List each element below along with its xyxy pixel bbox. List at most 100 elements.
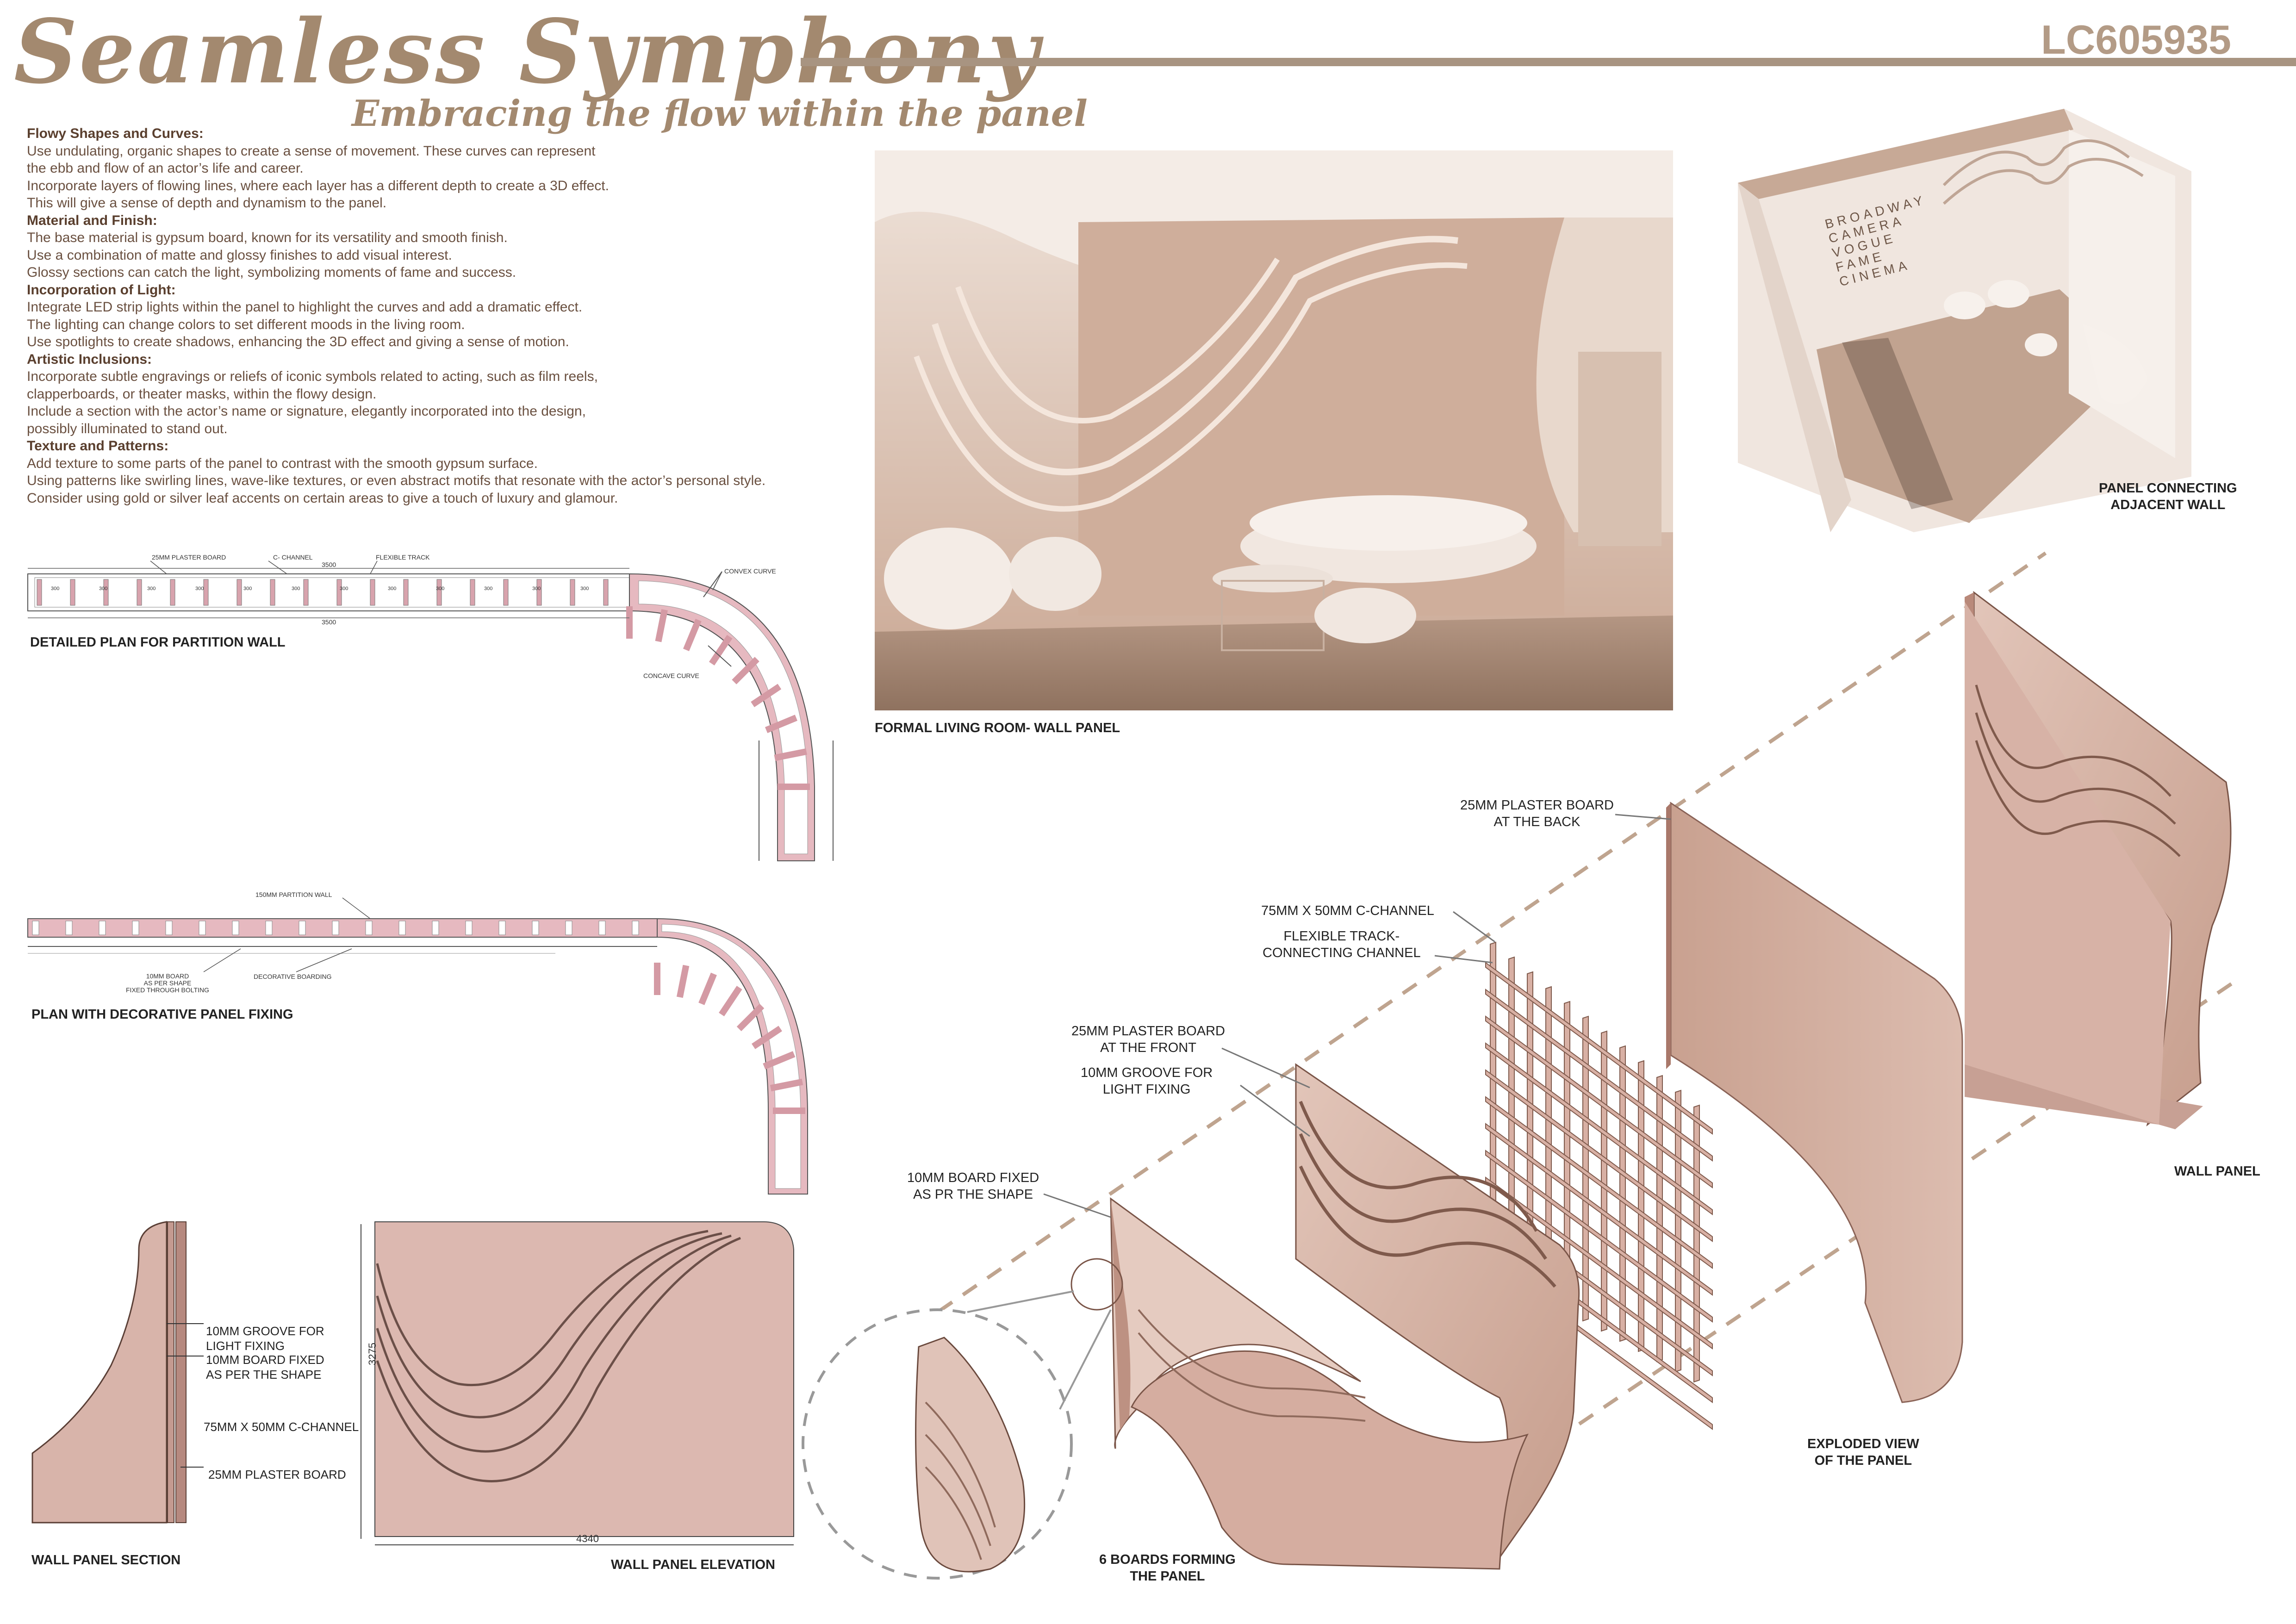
plan1-stud — [37, 579, 42, 606]
curve-rung — [774, 748, 807, 761]
plan1-dim-300: 300 — [484, 586, 493, 591]
curve-rung — [698, 972, 717, 1005]
plan2-stud — [32, 921, 39, 935]
adjacent-wall-render — [1738, 109, 2191, 532]
decorative-plan-drawing — [27, 897, 808, 1195]
exploded-view-label: EXPLODED VIEW OF THE PANEL — [1807, 1437, 1919, 1468]
brief-line: The lighting can change colors to set di… — [27, 317, 465, 332]
plan2-stud — [299, 921, 306, 935]
plan1-dim-top: 3500 — [322, 561, 336, 568]
plan1-dim-300: 300 — [580, 586, 589, 591]
brief-line: Using patterns like swirling lines, wave… — [27, 473, 766, 488]
plan1-dim-bottom: 3500 — [322, 618, 336, 626]
exploded-board-note: 10MM BOARD FIXED AS PR THE SHAPE — [907, 1170, 1039, 1202]
plan2-decorative-note: DECORATIVE BOARDING — [254, 973, 332, 980]
curve-rung — [676, 964, 690, 998]
living-room-label: FORMAL LIVING ROOM- WALL PANEL — [875, 721, 1120, 735]
brief-line: Glossy sections can catch the light, sym… — [27, 265, 516, 280]
brief-line: possibly illuminated to stand out. — [27, 421, 228, 436]
living-room-render — [875, 150, 1673, 710]
exploded-back-note: 25MM PLASTER BOARD AT THE BACK — [1460, 798, 1614, 829]
exploded-view-drawing — [802, 551, 2237, 1580]
plan1-dim-300: 300 — [340, 586, 348, 591]
plan1-stud — [103, 579, 109, 606]
curve-rung — [719, 986, 742, 1017]
c-channel-horizontal — [1485, 1096, 1713, 1269]
plan2-stud — [498, 921, 506, 935]
c-channel-horizontal — [1485, 1015, 1713, 1188]
wall-elevation-drawing — [361, 1221, 794, 1545]
section-plaster-note: 25MM PLASTER BOARD — [208, 1468, 346, 1481]
brief-line: the ebb and flow of an actor’s life and … — [27, 161, 304, 176]
wall-elevation-label: WALL PANEL ELEVATION — [611, 1557, 775, 1572]
plan1-dim-300: 300 — [99, 586, 108, 591]
c-channel-horizontal — [1485, 1123, 1713, 1296]
plan2-stud — [532, 921, 539, 935]
brief-line: Include a section with the actor’s name … — [27, 404, 586, 419]
plan1-stud — [370, 579, 375, 606]
brief-line: Use spotlights to create shadows, enhanc… — [27, 334, 569, 349]
brief-line: Integrate LED strip lights within the pa… — [27, 299, 583, 315]
brief-line: Use undulating, organic shapes to create… — [27, 143, 596, 159]
c-channel-horizontal — [1485, 1069, 1713, 1242]
c-channel-horizontal — [1485, 989, 1713, 1162]
plan1-concave-note: CONCAVE CURVE — [643, 672, 699, 679]
c-channel-horizontal — [1485, 1042, 1713, 1215]
decorative-plan-label: PLAN WITH DECORATIVE PANEL FIXING — [31, 1007, 293, 1022]
plan1-stud — [170, 579, 175, 606]
brief-heading: Incorporation of Light: — [27, 282, 176, 298]
plan2-stud — [598, 921, 606, 935]
brief-heading: Material and Finish: — [27, 212, 157, 228]
c-channel-horizontal — [1485, 1176, 1713, 1350]
curve-rung — [751, 1026, 782, 1049]
curve-rung — [770, 1078, 803, 1092]
brief-line: Consider using gold or silver leaf accen… — [27, 490, 618, 506]
curve-rung — [683, 619, 702, 652]
plan2-stud — [132, 921, 139, 935]
brief-heading: Texture and Patterns: — [27, 438, 169, 454]
brief-heading: Artistic Inclusions: — [27, 351, 152, 367]
plan1-convex-note: CONVEX CURVE — [724, 567, 776, 575]
exploded-groove-note: 10MM GROOVE FOR LIGHT FIXING — [1081, 1065, 1213, 1097]
plan1-stud — [536, 579, 542, 606]
wall-section-drawing — [31, 1221, 204, 1524]
plan2-stud — [365, 921, 373, 935]
brief-line: Incorporate subtle engravings or reliefs… — [27, 369, 598, 384]
plan1-dim-300: 300 — [195, 586, 204, 591]
plan1-stud — [137, 579, 142, 606]
adjacent-wall-label: PANEL CONNECTING ADJACENT WALL — [2099, 481, 2237, 512]
plan2-stud — [398, 921, 406, 935]
exploded-channel-note: 75MM X 50MM C-CHANNEL — [1261, 903, 1434, 918]
plan2-stud — [332, 921, 339, 935]
elevation-width-dim: 4340 — [576, 1533, 599, 1544]
partition-plan-drawing — [27, 560, 834, 861]
plan1-stud — [436, 579, 442, 606]
wall-section-label: WALL PANEL SECTION — [31, 1553, 181, 1568]
plan1-channel-note: C- CHANNEL — [273, 554, 313, 561]
section-board-note: 10MM BOARD FIXED AS PER THE SHAPE — [206, 1353, 324, 1381]
curve-rung — [732, 657, 759, 684]
curve-rung — [763, 1051, 796, 1070]
wall-panel-label: WALL PANEL — [2174, 1164, 2260, 1179]
plan1-dim-300: 300 — [147, 586, 156, 591]
design-brief: Flowy Shapes and Curves:Use undulating, … — [27, 125, 837, 507]
plan2-stud — [199, 921, 206, 935]
brief-line: Incorporate layers of flowing lines, whe… — [27, 178, 609, 193]
plan1-stud — [203, 579, 209, 606]
partition-plan-label: DETAILED PLAN FOR PARTITION WALL — [30, 635, 286, 650]
plan1-dim-300: 300 — [243, 586, 252, 591]
plan2-stud — [65, 921, 73, 935]
six-boards-label: 6 BOARDS FORMING THE PANEL — [1099, 1552, 1236, 1584]
student-code: LC605935 — [2041, 17, 2231, 62]
brief-line: Use a combination of matte and glossy fi… — [27, 247, 452, 263]
exploded-front-note: 25MM PLASTER BOARD AT THE FRONT — [1071, 1024, 1225, 1055]
plan2-partition-note: 150MM PARTITION WALL — [255, 891, 332, 898]
plan2-stud — [432, 921, 439, 935]
poster-subtitle: Embracing the flow within the panel — [352, 93, 1088, 135]
plan2-stud — [632, 921, 639, 935]
plan1-stud — [470, 579, 475, 606]
curve-rung — [751, 684, 782, 708]
plan1-stud — [570, 579, 575, 606]
plan1-dim-300: 300 — [436, 586, 445, 591]
